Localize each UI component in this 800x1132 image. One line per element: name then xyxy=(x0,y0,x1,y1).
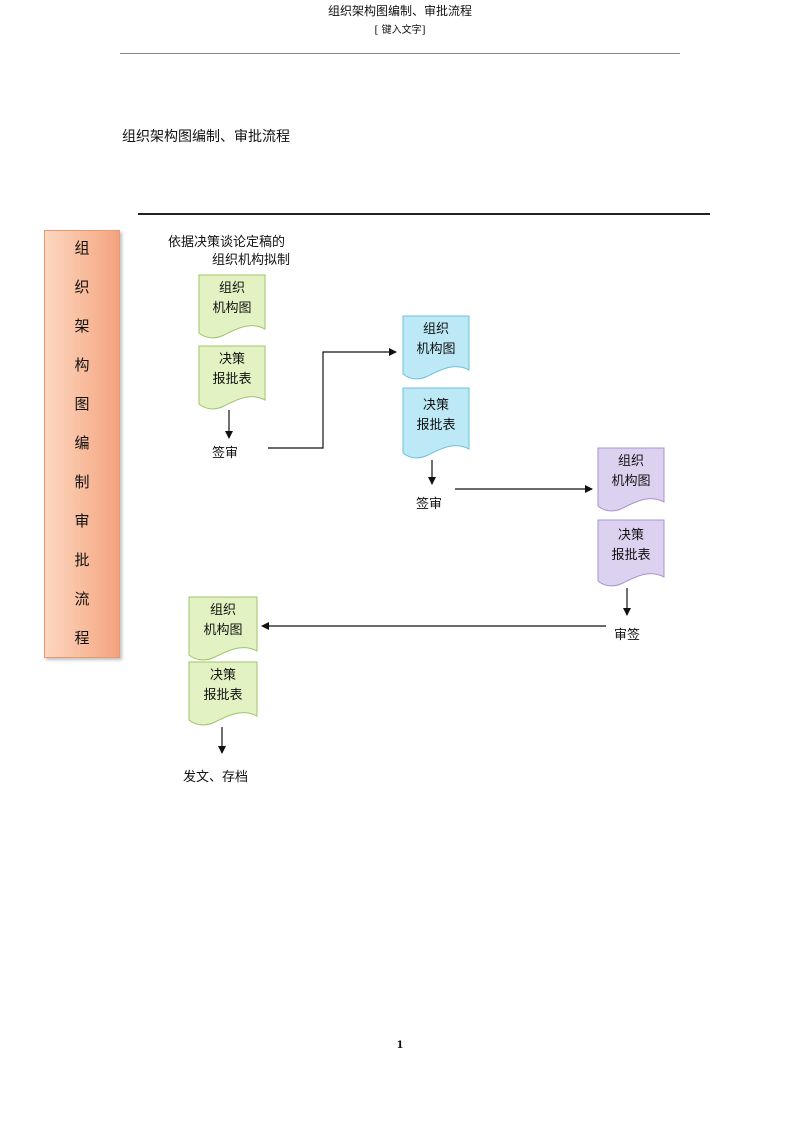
doc-label: 组织 机构图 xyxy=(402,320,470,360)
arrow-step1-to-step2 xyxy=(268,348,397,449)
document-title: 组织架构图编制、审批流程 xyxy=(122,129,290,145)
doc-label-line: 报批表 xyxy=(611,548,651,563)
doc-label-line: 机构图 xyxy=(611,474,651,489)
approval-form-doc-step4: 决策 报批表 xyxy=(188,661,258,727)
doc-label: 决策 报批表 xyxy=(597,526,665,566)
doc-label-line: 决策 xyxy=(422,398,449,413)
side-title-char: 组 xyxy=(74,239,90,257)
side-title-char: 图 xyxy=(74,395,90,413)
side-title-char: 织 xyxy=(74,278,90,296)
doc-label-line: 决策 xyxy=(617,528,644,543)
doc-label-line: 机构图 xyxy=(212,301,252,316)
doc-label: 组织 机构图 xyxy=(188,601,258,641)
doc-label: 决策 报批表 xyxy=(402,396,470,436)
doc-label-line: 组织 xyxy=(617,454,644,469)
page-header-subtitle: [ 键入文字] xyxy=(374,25,426,36)
approval-form-doc-step2: 决策 报批表 xyxy=(402,387,470,461)
approval-form-doc-step3: 决策 报批表 xyxy=(597,519,665,589)
doc-label-line: 机构图 xyxy=(416,342,456,357)
doc-label-line: 报批表 xyxy=(212,372,252,387)
basis-note: 依据决策谈论定稿的 组织机构拟制 xyxy=(168,234,290,270)
page-header-title: 组织架构图编制、审批流程 xyxy=(327,4,472,18)
approval-form-doc-step1: 决策 报批表 xyxy=(198,345,266,411)
side-title-panel: 组 织 架 构 图 编 制 审 批 流 程 xyxy=(44,230,120,658)
side-title-char: 编 xyxy=(74,434,90,452)
side-title-char: 程 xyxy=(74,629,90,647)
doc-label-line: 组织 xyxy=(218,281,245,296)
basis-note-line: 组织机构拟制 xyxy=(212,253,291,268)
doc-label: 组织 机构图 xyxy=(198,279,266,319)
step3-action: 审签 xyxy=(614,628,641,643)
org-chart-doc-step2: 组织 机构图 xyxy=(402,315,470,381)
doc-label: 决策 报批表 xyxy=(198,350,266,390)
org-chart-doc-step4: 组织 机构图 xyxy=(188,596,258,662)
page-number: 1 xyxy=(396,1040,404,1051)
side-title-char: 架 xyxy=(74,317,90,335)
step4-action: 发文、存档 xyxy=(183,770,249,785)
side-title-char: 构 xyxy=(74,356,90,374)
side-title-char: 审 xyxy=(74,512,90,530)
org-chart-doc-step1: 组织 机构图 xyxy=(198,274,266,340)
doc-label-line: 报批表 xyxy=(203,688,243,703)
doc-label: 决策 报批表 xyxy=(188,666,258,706)
doc-label-line: 决策 xyxy=(209,668,236,683)
doc-label-line: 决策 xyxy=(218,352,245,367)
side-title-char: 流 xyxy=(74,590,90,608)
section-divider xyxy=(138,213,710,215)
org-chart-doc-step3: 组织 机构图 xyxy=(597,447,665,513)
basis-note-line: 依据决策谈论定稿的 xyxy=(168,235,286,250)
side-title-char: 批 xyxy=(74,551,90,569)
doc-label-line: 机构图 xyxy=(203,623,243,638)
step1-action: 签审 xyxy=(212,446,239,461)
doc-label: 组织 机构图 xyxy=(597,452,665,492)
step2-action: 签审 xyxy=(416,497,443,512)
doc-label-line: 组织 xyxy=(209,603,236,618)
side-title-char: 制 xyxy=(74,473,90,491)
doc-label-line: 组织 xyxy=(422,322,449,337)
header-divider xyxy=(120,53,680,54)
doc-label-line: 报批表 xyxy=(416,418,456,433)
